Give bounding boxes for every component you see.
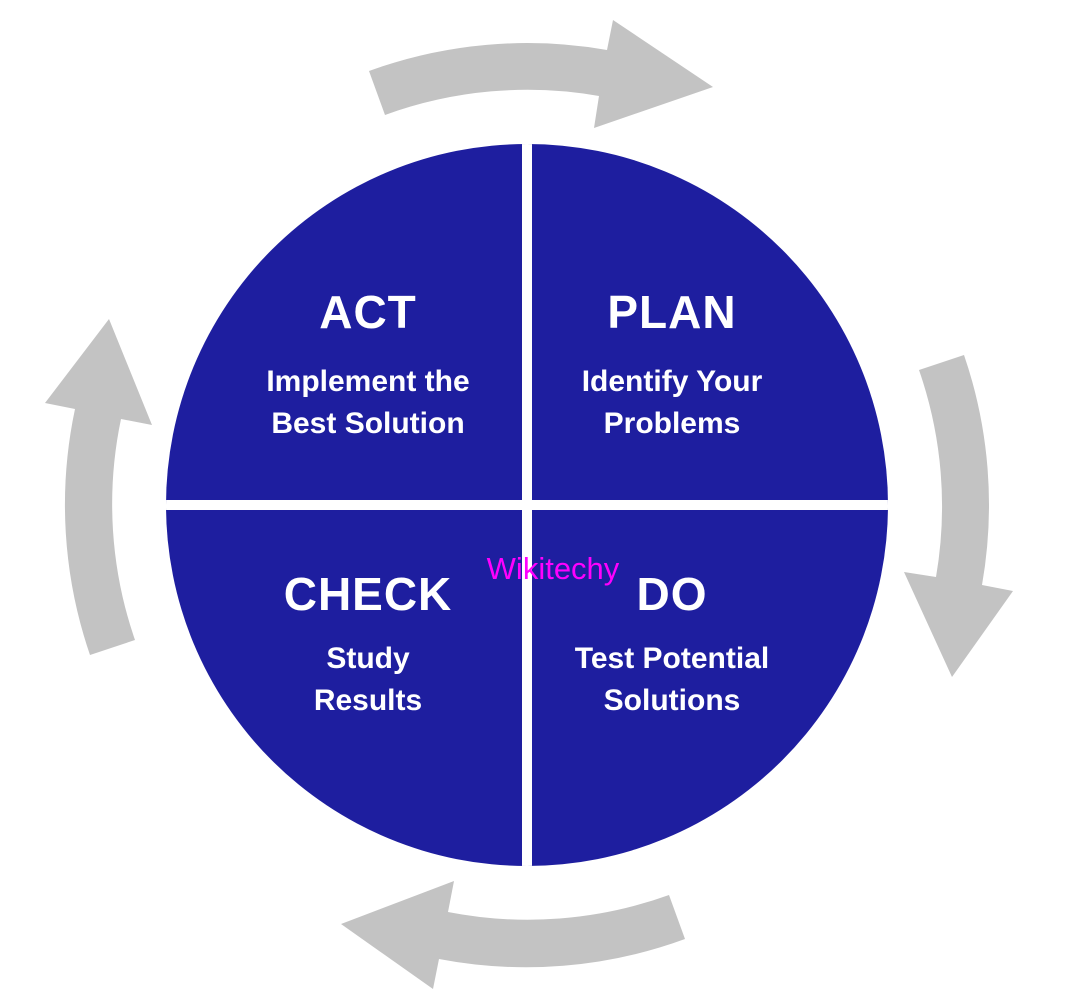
watermark-text: Wikitechy (486, 551, 620, 586)
quadrant-check-subtitle-line1: Study (326, 642, 410, 675)
clockwise-arrow-bottom-icon (341, 881, 685, 989)
quadrant-act-heading: ACT (319, 286, 417, 338)
quadrant-do-subtitle-line1: Test Potential (574, 642, 770, 675)
quadrant-check-subtitle-line2: Results (313, 684, 423, 717)
quadrant-act-subtitle-line1: Implement the (266, 365, 470, 398)
quadrant-check-heading: CHECK (283, 568, 453, 620)
quadrant-plan-subtitle-line2: Problems (603, 407, 741, 440)
horizontal-divider (166, 500, 888, 510)
quadrant-act-subtitle: Implement the Best Solution (168, 361, 568, 445)
quadrant-do-subtitle: Test Potential Solutions (472, 638, 872, 722)
quadrant-do-heading: DO (636, 568, 708, 620)
clockwise-arrow-right-icon (904, 355, 1013, 677)
quadrant-plan-heading: PLAN (607, 286, 737, 338)
clockwise-arrow-left-icon (45, 319, 152, 655)
quadrant-plan-subtitle: Identify Your Problems (472, 361, 872, 445)
quadrant-act-subtitle-line2: Best Solution (271, 407, 465, 440)
clockwise-arrow-top-icon (369, 20, 713, 128)
quadrant-check-subtitle: Study Results (168, 638, 568, 722)
quadrant-plan-subtitle-line1: Identify Your (581, 365, 763, 398)
quadrant-do-subtitle-line2: Solutions (603, 684, 741, 717)
